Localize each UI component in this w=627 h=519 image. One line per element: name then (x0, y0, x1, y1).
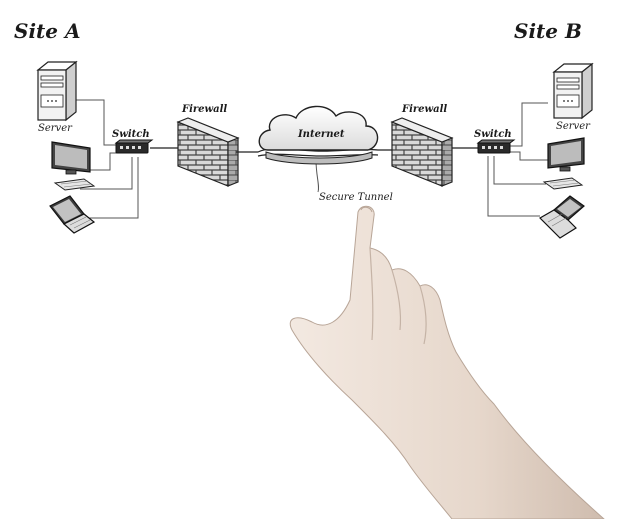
site-b-wiring (446, 102, 548, 217)
firewall-a-icon (176, 117, 240, 187)
server-a-label: Server (38, 123, 73, 134)
server-a-icon (36, 60, 78, 122)
site-b-title: Site B (514, 19, 582, 43)
keyboard-b-icon (542, 177, 584, 190)
cloud-icon (258, 105, 379, 165)
server-b-label: Server (556, 121, 591, 132)
monitor-a-icon (51, 141, 91, 175)
switch-a-label: Switch (112, 129, 150, 140)
firewall-b-icon (390, 117, 454, 187)
firewall-b-label: Firewall (401, 104, 447, 115)
switch-b-label: Switch (474, 129, 512, 140)
switch-a-icon (114, 139, 154, 154)
laptop-b-icon (539, 195, 585, 239)
site-a-wiring (76, 99, 178, 219)
laptop-a-icon (49, 195, 96, 234)
server-b-icon (552, 62, 594, 120)
switch-b-icon (476, 139, 516, 154)
internet-label: Internet (297, 129, 345, 140)
firewall-a-label: Firewall (181, 104, 227, 115)
monitor-b-icon (547, 137, 585, 172)
secure-tunnel-label: Secure Tunnel (319, 192, 393, 203)
hand-icon (289, 205, 605, 519)
site-a-title: Site A (14, 19, 80, 43)
keyboard-a-icon (53, 178, 96, 191)
